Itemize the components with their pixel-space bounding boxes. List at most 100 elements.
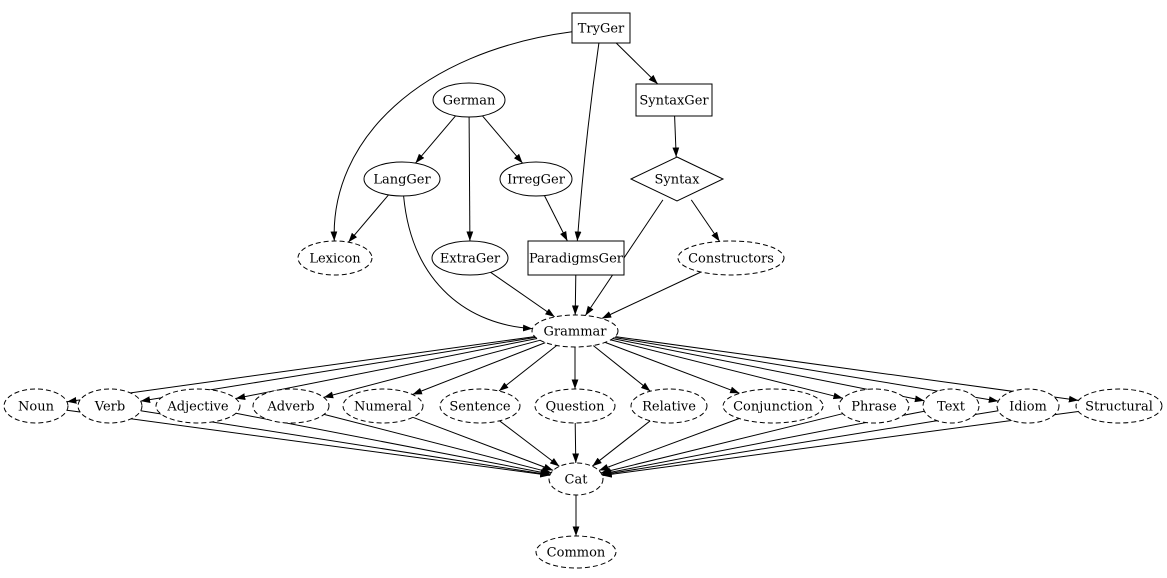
ellipse-shape <box>363 161 441 197</box>
node-conjunction: Conjunction <box>722 388 824 424</box>
edge-grammar-adjective <box>235 338 538 400</box>
edge-tryger-syntaxger <box>615 42 659 85</box>
node-lexicon: Lexicon <box>297 240 373 276</box>
edge-syntax-constructors <box>690 199 721 242</box>
edge-structural-cat <box>602 411 1079 478</box>
node-label: Grammar <box>544 325 608 340</box>
node-label: Question <box>546 400 606 415</box>
node-tryger: TryGer <box>571 12 631 44</box>
box-shape <box>571 12 631 44</box>
edge-grammar-adverb <box>323 339 541 399</box>
ellipse-shape <box>535 535 617 569</box>
node-irregger: IrregGer <box>499 161 573 197</box>
box-shape <box>635 83 713 117</box>
node-label: TryGer <box>578 22 625 37</box>
ellipse-shape <box>3 388 69 424</box>
ellipse-shape <box>155 388 241 424</box>
node-label: Idiom <box>1009 400 1047 415</box>
node-common: Common <box>535 535 617 569</box>
box-shape <box>527 240 625 276</box>
node-label: Adjective <box>166 400 228 415</box>
node-adjective: Adjective <box>155 388 241 424</box>
node-label: Relative <box>642 400 696 415</box>
edge-grammar-relative <box>592 345 651 392</box>
node-extrager: ExtraGer <box>431 240 509 276</box>
ellipse-shape <box>838 388 910 424</box>
edge-grammar-noun <box>66 336 535 404</box>
node-noun: Noun <box>3 388 69 424</box>
node-label: ParadigmsGer <box>529 252 624 267</box>
edge-grammar-sentence <box>498 345 558 392</box>
node-sentence: Sentence <box>439 388 521 424</box>
node-constructors: Constructors <box>677 240 785 276</box>
edge-paradigmsger-grammar <box>571 274 579 316</box>
node-label: Adverb <box>266 400 314 415</box>
node-syntax: Syntax <box>629 156 725 202</box>
edge-syntaxger-syntax <box>672 115 680 158</box>
ellipse-shape <box>996 388 1060 424</box>
node-syntaxger: SyntaxGer <box>635 83 713 117</box>
edge-adverb-cat <box>323 413 552 474</box>
edges <box>66 31 1079 536</box>
edge-irregger-paradigmsger <box>543 195 568 242</box>
node-relative: Relative <box>630 388 708 424</box>
node-label: Numeral <box>354 400 412 415</box>
diamond-shape <box>629 156 725 202</box>
node-label: Sentence <box>449 400 511 415</box>
node-idiom: Idiom <box>996 388 1060 424</box>
ellipse-shape <box>1075 388 1163 424</box>
node-label: Phrase <box>851 400 897 415</box>
edge-numeral-cat <box>412 416 554 471</box>
node-label: ExtraGer <box>440 252 501 267</box>
node-german: German <box>432 82 506 118</box>
node-label: Noun <box>18 400 55 415</box>
edge-relative-cat <box>591 420 651 467</box>
edge-conjunction-cat <box>598 418 740 471</box>
edge-grammar-structural <box>615 336 1079 403</box>
edge-extrager-grammar <box>490 271 555 318</box>
ellipse-shape <box>630 388 708 424</box>
node-label: German <box>443 94 496 109</box>
node-phrase: Phrase <box>838 388 910 424</box>
ellipse-shape <box>342 388 424 424</box>
node-label: Common <box>547 546 606 561</box>
edge-german-langger <box>415 115 456 164</box>
node-label: Verb <box>94 400 125 415</box>
node-label: Conjunction <box>733 400 813 415</box>
ellipse-shape <box>677 240 785 276</box>
node-question: Question <box>534 388 616 424</box>
edge-german-irregger <box>482 115 523 164</box>
node-structural: Structural <box>1075 388 1163 424</box>
ellipse-shape <box>499 161 573 197</box>
edge-noun-cat <box>66 409 550 478</box>
ellipse-shape <box>534 388 616 424</box>
edge-tryger-paradigmsger <box>574 42 600 242</box>
edge-adjective-cat <box>235 412 551 476</box>
node-label: Lexicon <box>309 252 361 267</box>
ellipse-shape <box>431 240 509 276</box>
node-adverb: Adverb <box>252 388 330 424</box>
ellipse-shape <box>548 462 604 496</box>
ellipse-shape <box>722 388 824 424</box>
edge-constructors-grammar <box>601 271 702 319</box>
edge-sentence-cat <box>499 420 560 467</box>
edge-german-extrager <box>466 116 474 242</box>
ellipse-shape <box>531 314 619 348</box>
node-label: Structural <box>1085 400 1153 415</box>
ellipse-shape <box>77 388 143 424</box>
edge-langger-grammar <box>403 195 533 332</box>
ellipse-shape <box>439 388 521 424</box>
node-numeral: Numeral <box>342 388 424 424</box>
node-paradigmsger: ParadigmsGer <box>527 240 625 276</box>
node-grammar: Grammar <box>531 314 619 348</box>
node-label: LangGer <box>373 173 431 188</box>
node-label: IrregGer <box>507 173 566 188</box>
edge-grammar-numeral <box>412 342 546 395</box>
ellipse-shape <box>922 388 980 424</box>
edge-grammar-phrase <box>610 339 844 400</box>
edge-grammar-idiom <box>614 337 999 403</box>
edge-phrase-cat <box>600 413 843 474</box>
node-label: Text <box>937 400 966 415</box>
